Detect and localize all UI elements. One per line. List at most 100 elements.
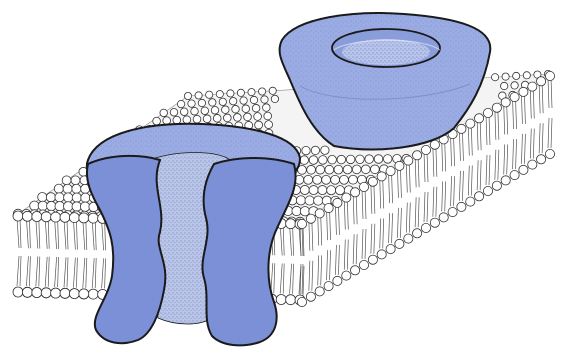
lipid-head xyxy=(234,114,242,122)
lipid-head xyxy=(334,165,343,174)
lipid-head xyxy=(269,87,276,94)
lipid-head xyxy=(318,186,327,195)
lipid-head xyxy=(13,211,23,221)
lipid-head xyxy=(60,288,70,298)
lipid-head xyxy=(72,193,81,202)
lipid-tail xyxy=(548,118,549,148)
lipid-head xyxy=(173,116,181,124)
lipid-head xyxy=(88,289,98,299)
lipid-head xyxy=(71,176,80,185)
lipid-head xyxy=(501,98,510,107)
lipid-head xyxy=(519,87,528,96)
lipid-head xyxy=(368,255,377,264)
lipid-head xyxy=(211,107,219,115)
lipid-head xyxy=(160,109,168,117)
lipid-head xyxy=(80,202,89,211)
lipid-head xyxy=(300,156,309,165)
lipid-head xyxy=(297,219,306,228)
lipid-head xyxy=(483,108,492,117)
lipid-head xyxy=(183,116,191,124)
lipid-head xyxy=(457,202,466,211)
lipid-head xyxy=(81,193,90,202)
lipid-head xyxy=(321,146,329,154)
lipid-head xyxy=(227,90,234,97)
lipid-head xyxy=(386,167,395,176)
lipid-head xyxy=(261,96,268,103)
lipid-head xyxy=(311,146,319,154)
lipid-head xyxy=(219,98,226,105)
lipid-head xyxy=(413,229,422,238)
lipid-head xyxy=(537,155,546,164)
lipid-head xyxy=(300,185,309,194)
lipid-head xyxy=(32,288,42,298)
lipid-head xyxy=(304,175,313,184)
lipid-head xyxy=(351,266,360,275)
lipid-tail xyxy=(551,118,552,148)
lipid-head xyxy=(13,287,23,297)
lipid-head xyxy=(41,212,51,222)
lipid-head xyxy=(510,93,519,102)
lipid-head xyxy=(466,197,475,206)
lipid-head xyxy=(216,91,223,98)
lipid-head xyxy=(240,97,247,104)
lipid-tail xyxy=(551,78,552,108)
lipid-head xyxy=(421,145,430,154)
lipid-head xyxy=(22,211,32,221)
lipid-head xyxy=(361,165,370,174)
lipid-head xyxy=(374,155,383,164)
lipid-head xyxy=(325,165,334,174)
lipid-head xyxy=(46,193,55,202)
lipid-head xyxy=(545,71,554,80)
lipid-head xyxy=(333,198,342,207)
lipid-head xyxy=(163,117,171,125)
lipid-head xyxy=(475,114,484,123)
lipid-head xyxy=(51,288,61,298)
lipid-head xyxy=(352,165,361,174)
lipid-head xyxy=(302,146,310,154)
lipid-head xyxy=(511,82,518,89)
lipid-head xyxy=(386,245,395,254)
lipid-head xyxy=(32,212,42,222)
lipid-head xyxy=(322,175,331,184)
lipid-head xyxy=(359,182,368,191)
lipid-head xyxy=(232,105,240,113)
lipid-head xyxy=(188,100,195,107)
lipid-head xyxy=(328,155,337,164)
lipid-head xyxy=(537,77,546,86)
lipid-head xyxy=(213,114,221,122)
lipid-head xyxy=(519,165,528,174)
lipid-head xyxy=(22,287,32,297)
lipid-head xyxy=(327,186,336,195)
lipid-head xyxy=(395,161,404,170)
lipid-head xyxy=(324,204,333,213)
lipid-head xyxy=(223,114,231,122)
lipid-head xyxy=(41,288,51,298)
lipid-head xyxy=(305,196,314,205)
lipid-head xyxy=(483,186,492,195)
lipid-head xyxy=(180,108,188,116)
lipid-head xyxy=(513,72,520,79)
lipid-head xyxy=(54,184,63,193)
lipid-head xyxy=(259,88,266,95)
lipid-head xyxy=(314,196,323,205)
lipid-head xyxy=(383,155,392,164)
lipid-head xyxy=(492,181,501,190)
lipid-head xyxy=(448,208,457,217)
lipid-head xyxy=(38,192,47,201)
lipid-head xyxy=(254,113,262,121)
lipid-head xyxy=(492,74,499,81)
lipid-head xyxy=(60,212,70,222)
lipid-head xyxy=(55,201,64,210)
lipid-head xyxy=(88,213,98,223)
lipid-head xyxy=(198,99,205,106)
lipid-head xyxy=(191,108,199,116)
lipid-head xyxy=(342,193,351,202)
lipid-head xyxy=(315,287,324,296)
lipid-head xyxy=(69,289,79,299)
lipid-head xyxy=(230,98,237,105)
lipid-head xyxy=(63,184,72,193)
lipid-head xyxy=(306,214,315,223)
lipid-head xyxy=(349,175,358,184)
